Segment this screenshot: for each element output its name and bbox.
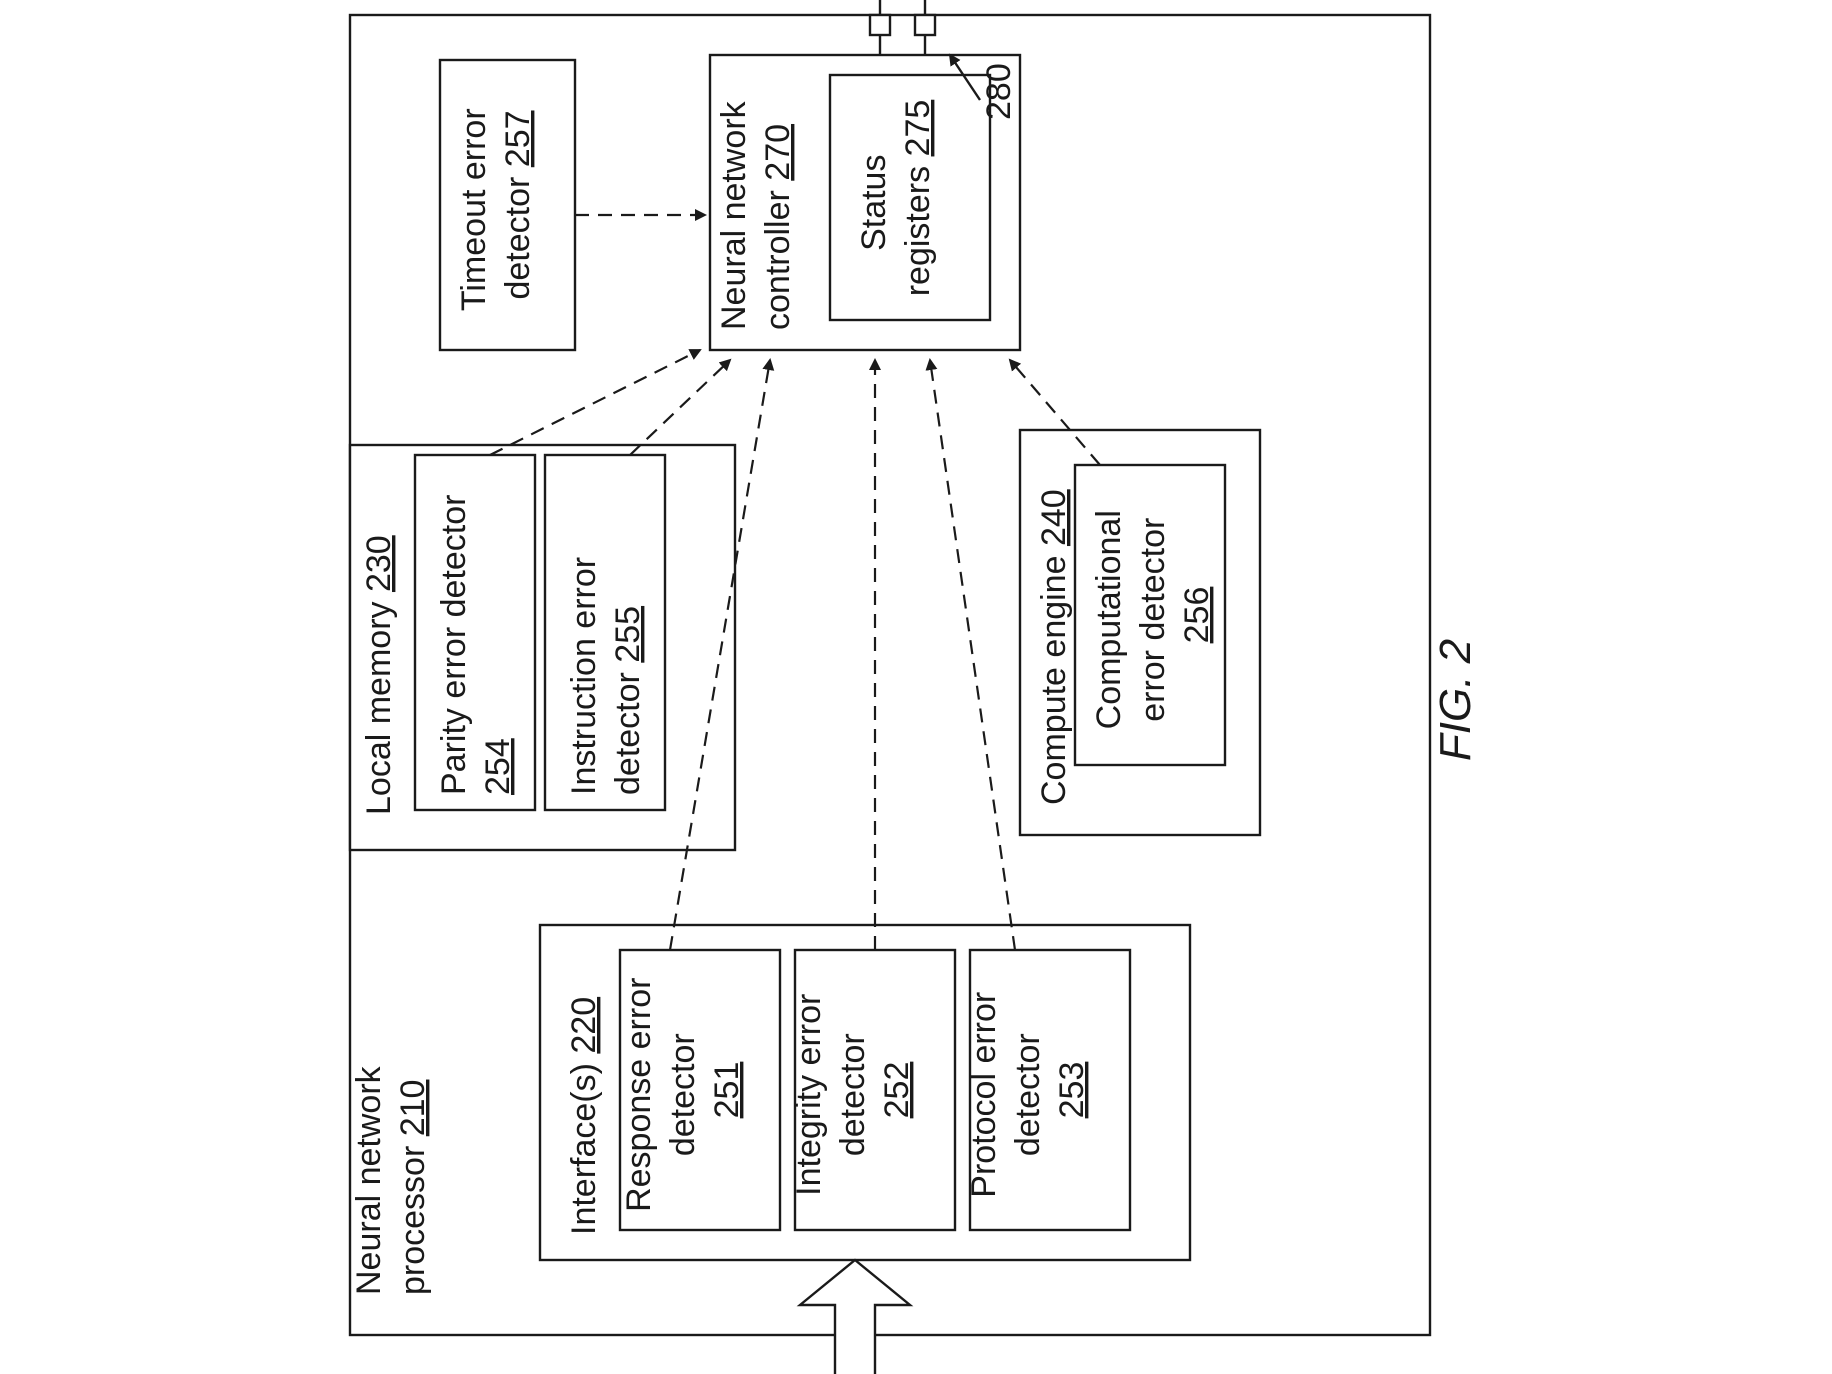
instruction-error-detector-label: Instruction error detector 255 — [565, 547, 647, 795]
integrity-error-detector-label: Integrity error detector 252 — [790, 984, 916, 1196]
figure-label: FIG. 2 — [1431, 639, 1480, 761]
computational-error-detector — [1073, 463, 1227, 767]
ref-280-label: 280 — [980, 63, 1018, 120]
processor-label: Neural network processor 210 — [350, 1057, 432, 1295]
response-error-detector — [618, 948, 782, 1232]
protocol-to-controller-line — [925, 358, 1017, 951]
status-registers-label: Status registers 275 — [855, 100, 937, 297]
status-registers-block — [828, 73, 992, 322]
computational-error-detector-label: Computational error detector 256 — [1090, 501, 1216, 730]
response-to-controller-line — [668, 358, 775, 951]
output-connector-2 — [913, 13, 937, 37]
input-arrow — [796, 1258, 914, 1374]
controller-label: Neural network controller 270 — [715, 92, 797, 330]
compute-engine-label: Compute engine 240 — [1035, 489, 1073, 805]
interfaces-label: Interface(s) 220 — [565, 997, 603, 1235]
protocol-error-detector — [968, 948, 1132, 1232]
timeout-error-detector — [438, 58, 577, 352]
parity-error-detector-label: Parity error detector 254 — [435, 485, 517, 795]
rotated-frame: Neural network processor 210 Interface(s… — [348, 0, 1480, 1374]
protocol-error-detector-label: Protocol error detector 253 — [965, 982, 1091, 1197]
parity-error-detector — [413, 453, 537, 812]
output-connector-1 — [868, 13, 892, 37]
local-memory-block — [348, 443, 737, 852]
local-memory-label: Local memory 230 — [360, 535, 398, 815]
computational-to-controller-line — [1008, 358, 1101, 466]
response-error-detector-label: Response error detector 251 — [620, 968, 746, 1212]
instruction-error-detector — [543, 453, 667, 812]
ref-280-arrow — [948, 53, 981, 101]
timeout-error-detector-label: Timeout error detector 257 — [455, 99, 537, 311]
parity-to-controller-line — [489, 349, 702, 456]
